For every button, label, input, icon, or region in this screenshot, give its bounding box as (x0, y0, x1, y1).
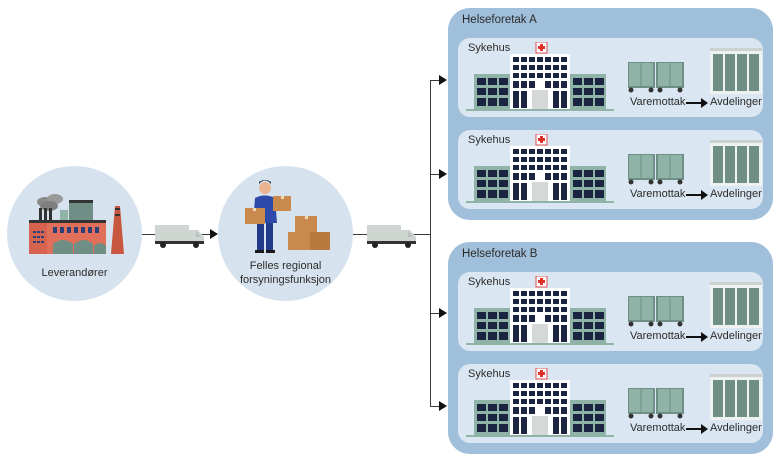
hospital-card: Sykehus (458, 364, 763, 443)
receiving-label: Varemottak (630, 96, 686, 108)
health-trust-b: Helseforetak B Sykehus (448, 242, 773, 454)
hospital-card: Sykehus (458, 130, 763, 209)
health-trust-a-title: Helseforetak A (462, 14, 537, 26)
branch-h-3 (430, 313, 440, 314)
flow-arrowhead-1 (210, 229, 218, 239)
regional-supply-label-2: forsyningsfunksjon (239, 274, 332, 286)
department-cabinet-icon (710, 140, 762, 186)
departments-label: Avdelinger (710, 330, 762, 342)
receiving-label: Varemottak (630, 188, 686, 200)
hospital-building-icon (466, 368, 614, 438)
receiving-cart-icon (628, 388, 684, 420)
branch-line (430, 80, 431, 407)
hospital-building-icon (466, 134, 614, 204)
hospital-building-icon (466, 276, 614, 346)
receiving-label: Varemottak (630, 422, 686, 434)
flow-arrow-icon (686, 332, 708, 342)
branch-h-1 (430, 80, 440, 81)
hospital-card: Sykehus (458, 272, 763, 351)
factory-icon (27, 194, 127, 256)
branch-arrowhead-2 (439, 169, 447, 179)
regional-supply-label-1: Felles regional (249, 260, 322, 272)
branch-arrowhead-4 (439, 401, 447, 411)
health-trust-a: Helseforetak A Sykehus (448, 8, 773, 220)
hospital-label: Sykehus (468, 276, 511, 288)
departments-label: Avdelinger (710, 188, 762, 200)
receiving-cart-icon (628, 62, 684, 94)
health-trust-b-title: Helseforetak B (462, 248, 538, 260)
hospital-card: Sykehus (458, 38, 763, 117)
truck-icon (154, 223, 206, 249)
supplier-node: Leverandører (7, 166, 142, 301)
hospital-label: Sykehus (468, 134, 511, 146)
receiving-label: Varemottak (630, 330, 686, 342)
hospital-label: Sykehus (468, 368, 511, 380)
hospital-label: Sykehus (468, 42, 511, 54)
department-cabinet-icon (710, 48, 762, 94)
regional-supply-node: Felles regional forsyningsfunksjon (218, 166, 353, 301)
departments-label: Avdelinger (710, 96, 762, 108)
receiving-cart-icon (628, 296, 684, 328)
department-cabinet-icon (710, 282, 762, 328)
branch-h-4 (430, 406, 440, 407)
branch-h-2 (430, 174, 440, 175)
warehouse-worker-icon (245, 178, 335, 256)
truck-icon (366, 223, 418, 249)
branch-arrowhead-1 (439, 75, 447, 85)
flow-arrow-icon (686, 190, 708, 200)
flow-arrow-icon (686, 424, 708, 434)
flow-arrow-icon (686, 98, 708, 108)
receiving-cart-icon (628, 154, 684, 186)
branch-arrowhead-3 (439, 308, 447, 318)
hospital-building-icon (466, 42, 614, 112)
departments-label: Avdelinger (710, 422, 762, 434)
supplier-label: Leverandører (41, 267, 108, 279)
department-cabinet-icon (710, 374, 762, 420)
